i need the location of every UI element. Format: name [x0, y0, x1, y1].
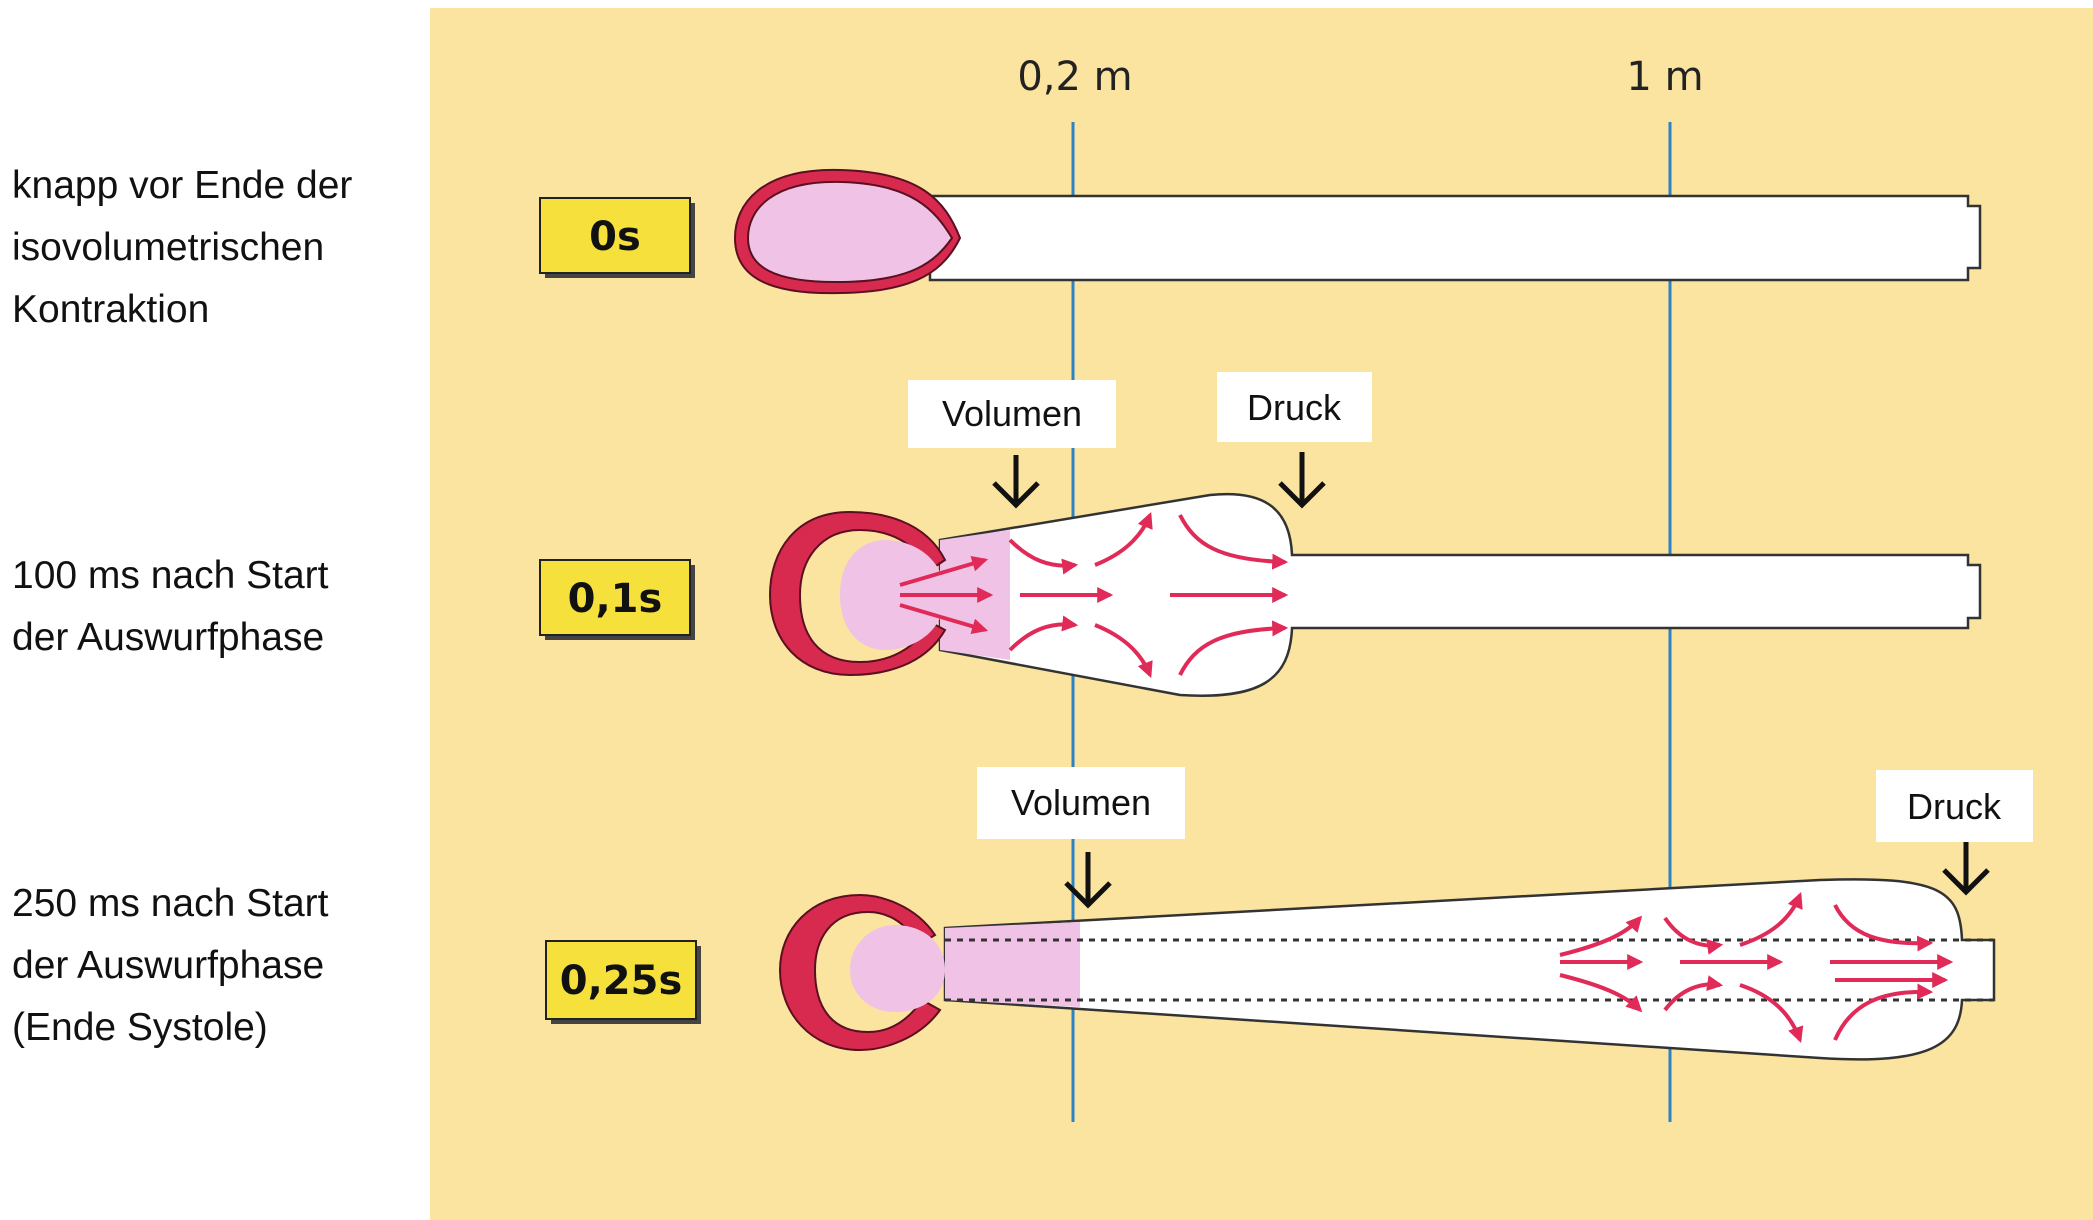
scale-label-1m: 1 m	[1626, 54, 1703, 100]
svg-text:0s: 0s	[589, 214, 641, 260]
svg-text:0,25s: 0,25s	[560, 958, 683, 1004]
row-2-heart	[778, 893, 945, 1052]
row-2-flow-arrows	[1559, 892, 1954, 1044]
row-0-caption: knapp vor Ende der isovolumetrischen Kon…	[12, 164, 353, 331]
row-0-vessel	[928, 194, 1982, 282]
row-2-caption: 250 ms nach Start der Auswurfphase (Ende…	[12, 882, 329, 1049]
row-1-flow-arrows	[899, 512, 1289, 678]
row-2-time-badge: 0,25s	[545, 940, 701, 1024]
row-1-caption: 100 ms nach Start der Auswurfphase	[12, 554, 329, 659]
row-2-vessel	[943, 878, 1996, 1061]
row-1-time-badge: 0,1s	[539, 559, 695, 640]
svg-text:Volumen: Volumen	[942, 393, 1082, 434]
row-1-volume-callout: Volumen	[908, 380, 1116, 448]
row-1-heart	[768, 510, 947, 677]
scale-label-0-2m: 0,2 m	[1017, 54, 1132, 100]
row-2-pressure-arrow-icon	[1942, 842, 1990, 896]
svg-text:Druck: Druck	[1247, 387, 1342, 428]
row-1-volume-arrow-icon	[992, 455, 1040, 509]
svg-text:Druck: Druck	[1907, 786, 2002, 827]
row-2-pressure-callout: Druck	[1876, 770, 2033, 842]
row-2-volume-arrow-icon	[1064, 852, 1112, 909]
row-2-volume-callout: Volumen	[977, 767, 1185, 839]
svg-text:Volumen: Volumen	[1011, 782, 1151, 823]
row-1-pressure-arrow-icon	[1278, 452, 1326, 509]
svg-text:0,1s: 0,1s	[568, 576, 663, 622]
row-1-pressure-callout: Druck	[1217, 372, 1372, 442]
row-0-time-badge: 0s	[539, 197, 695, 278]
row-0-heart	[733, 168, 962, 295]
